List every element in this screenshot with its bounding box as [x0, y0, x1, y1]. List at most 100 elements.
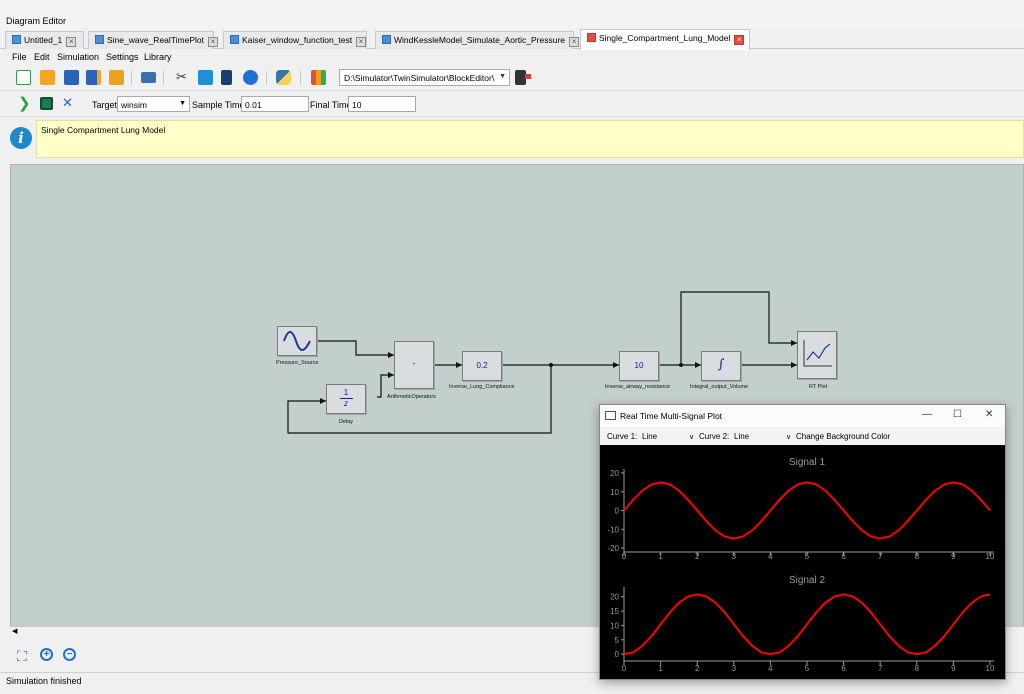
tab-label: Single_Compartment_Lung_Model — [599, 33, 731, 43]
tab-windkessle-model[interactable]: WindKessleModel_Simulate_Aortic_Pressure… — [375, 31, 580, 49]
library-path-select[interactable]: D:\Simulator\TwinSimulator\BlockEditor\ … — [339, 69, 510, 86]
tab-kaiser-window[interactable]: Kaiser_window_function_test× — [223, 31, 367, 49]
arrow-head — [695, 362, 701, 368]
export-icon[interactable] — [109, 70, 124, 85]
sine-wave-icon — [283, 331, 311, 351]
save-icon — [230, 35, 239, 44]
print-icon[interactable] — [141, 72, 156, 83]
integral-output-volume-block[interactable]: ∫ — [701, 351, 741, 381]
x-tick-label: 2 — [695, 664, 700, 673]
scroll-left-icon[interactable]: ◀ — [12, 628, 18, 635]
final-time-input[interactable]: 10 — [348, 96, 416, 112]
sample-time-input[interactable]: 0.01 — [241, 96, 309, 112]
inverse-airway-resistance-block[interactable]: 10 — [619, 351, 659, 381]
tab-untitled-1[interactable]: Untitled_1× — [5, 31, 84, 49]
target-select[interactable]: winsim ▼ — [117, 96, 190, 112]
inverse-airway-resistance-label: Inverse_airway_resistance — [605, 384, 671, 390]
tab-sine-wave-realtimeplot[interactable]: Sine_wave_RealTimePlot× — [88, 31, 219, 49]
exit-icon[interactable] — [515, 70, 526, 85]
save-icon[interactable] — [64, 70, 79, 85]
tab-single-compartment-lung-model[interactable]: Single_Compartment_Lung_Model× — [580, 29, 750, 50]
menubar: File Edit Simulation Settings Library — [0, 49, 1024, 65]
close-icon[interactable]: × — [208, 37, 219, 47]
rt-plot-block[interactable] — [797, 331, 837, 379]
maximize-button[interactable]: ☐ — [953, 409, 962, 420]
run-icon[interactable]: ❯ — [18, 95, 31, 112]
status-text: Simulation finished — [6, 676, 82, 686]
cut-icon[interactable]: ✂ — [176, 69, 187, 84]
final-time-value: 10 — [352, 100, 362, 110]
x-tick-label: 0 — [622, 664, 627, 673]
delay-block[interactable]: 1 z — [326, 384, 366, 414]
window-app-icon — [605, 411, 616, 420]
menu-file[interactable]: File — [12, 52, 27, 62]
delay-denominator: z — [344, 399, 348, 408]
copy-icon[interactable] — [198, 70, 213, 85]
minimize-button[interactable]: — — [922, 409, 932, 420]
undo-icon[interactable] — [243, 70, 258, 85]
chart-title: Signal 2 — [789, 575, 826, 586]
menu-settings[interactable]: Settings — [106, 52, 139, 62]
save-as-icon[interactable] — [86, 70, 101, 85]
stop-icon[interactable] — [40, 97, 53, 110]
diagram-description[interactable]: Single Compartment Lung Model — [36, 120, 1024, 158]
close-icon[interactable]: × — [66, 37, 77, 47]
wire-feedback-to-plot — [680, 291, 797, 365]
toolbar-separator — [266, 71, 267, 85]
python-icon[interactable] — [276, 70, 291, 85]
y-tick-label: -20 — [607, 544, 619, 553]
curve1-select[interactable]: Line — [642, 432, 658, 441]
curve2-label: Curve 2: — [699, 432, 730, 441]
x-tick-label: 3 — [732, 664, 737, 673]
x-tick-label: 3 — [732, 552, 737, 561]
close-icon[interactable]: × — [734, 35, 745, 45]
resistance-gain: 10 — [634, 361, 644, 370]
integral-output-volume-label: Integral_output_Volume — [690, 384, 749, 390]
tools-icon[interactable]: ✕ — [62, 95, 73, 110]
chart-title: Signal 1 — [789, 457, 826, 468]
junction-dot — [679, 363, 683, 367]
pressure-source-label: Pressure_Source — [276, 360, 319, 366]
arrow-head — [388, 372, 394, 378]
plot-window-title: Real Time Multi-Signal Plot — [620, 411, 723, 421]
arrow-head — [388, 352, 394, 358]
menu-simulation[interactable]: Simulation — [57, 52, 100, 62]
x-tick-label: 4 — [768, 552, 773, 561]
change-background-color-button[interactable]: Change Background Color — [796, 432, 891, 441]
fraction-bar — [340, 398, 353, 399]
fit-to-view-icon[interactable]: ⛶ — [17, 648, 27, 664]
horizontal-scrollbar[interactable]: ◀ — [10, 626, 1024, 636]
x-tick-label: 7 — [878, 552, 883, 561]
library-icon[interactable] — [311, 70, 326, 85]
inverse-lung-compliance-block[interactable]: 0.2 — [462, 351, 502, 381]
junction-dot — [549, 363, 553, 367]
open-folder-icon[interactable] — [40, 70, 55, 85]
wire-source-to-arith — [317, 340, 394, 356]
arithmetic-block[interactable]: - — [394, 341, 434, 389]
plot-controls: Curve 1: Line ∨ Curve 2: Line ∨ Change B… — [600, 427, 1005, 447]
delay-label: Delay — [339, 419, 354, 425]
y-tick-label: -10 — [607, 525, 619, 534]
close-button[interactable]: ✕ — [985, 409, 994, 420]
info-icon: i — [10, 127, 32, 149]
close-icon[interactable]: × — [569, 37, 580, 47]
chevron-down-icon: ▼ — [179, 100, 186, 107]
menu-edit[interactable]: Edit — [34, 52, 50, 62]
y-tick-label: 0 — [615, 507, 620, 516]
simulation-toolbar: ❯ ✕ Target winsim ▼ Sample Time 0.01 Fin… — [0, 91, 1024, 117]
curve2-select[interactable]: Line — [734, 432, 750, 441]
menu-library[interactable]: Library — [144, 52, 172, 62]
new-file-icon[interactable] — [16, 70, 31, 85]
paste-icon[interactable] — [221, 70, 232, 85]
plot-window-titlebar[interactable]: Real Time Multi-Signal Plot — ☐ ✕ — [600, 405, 1005, 427]
zoom-in-icon[interactable]: + — [40, 648, 53, 661]
zoom-out-icon[interactable]: − — [63, 648, 76, 661]
tab-label: Sine_wave_RealTimePlot — [107, 35, 205, 45]
real-time-plot-window[interactable]: Real Time Multi-Signal Plot — ☐ ✕ Curve … — [599, 404, 1006, 680]
x-tick-label: 6 — [841, 552, 846, 561]
signal-series-line — [623, 481, 991, 540]
close-icon[interactable]: × — [356, 37, 367, 47]
pressure-source-block[interactable] — [277, 326, 317, 356]
